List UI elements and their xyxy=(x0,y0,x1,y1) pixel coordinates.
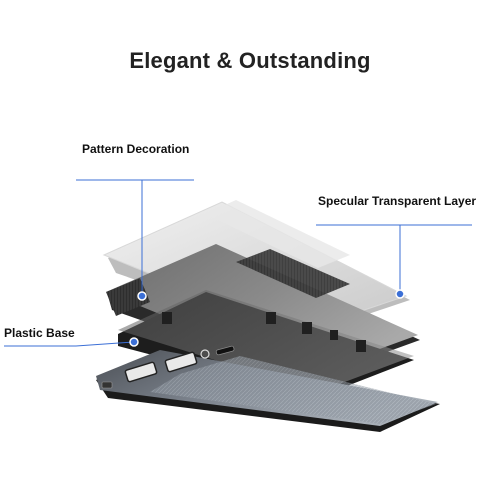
clip xyxy=(302,322,312,334)
specular-layer-label: Specular Transparent Layer xyxy=(318,194,477,208)
clip xyxy=(330,330,338,340)
plastic-base-label: Plastic Base xyxy=(4,326,75,340)
callout-lines xyxy=(4,179,472,347)
callout-dot-icon xyxy=(129,337,139,347)
micro-usb-port-icon xyxy=(101,381,113,389)
clip xyxy=(162,312,172,324)
micro-usb-port-icon xyxy=(215,345,235,356)
callout-dots xyxy=(129,289,405,347)
frame-layer xyxy=(118,290,414,398)
callout-dot-icon xyxy=(137,291,147,301)
clip xyxy=(266,312,276,324)
plastic-base xyxy=(96,345,440,432)
pattern-decoration-label: Pattern Decoration xyxy=(82,142,190,156)
callout-dot-icon xyxy=(395,289,405,299)
power-button-icon xyxy=(200,349,210,359)
clip xyxy=(356,340,366,352)
usb-port-icon xyxy=(124,361,158,383)
page-title: Elegant & Outstanding xyxy=(129,48,371,73)
usb-port-icon xyxy=(164,351,198,373)
